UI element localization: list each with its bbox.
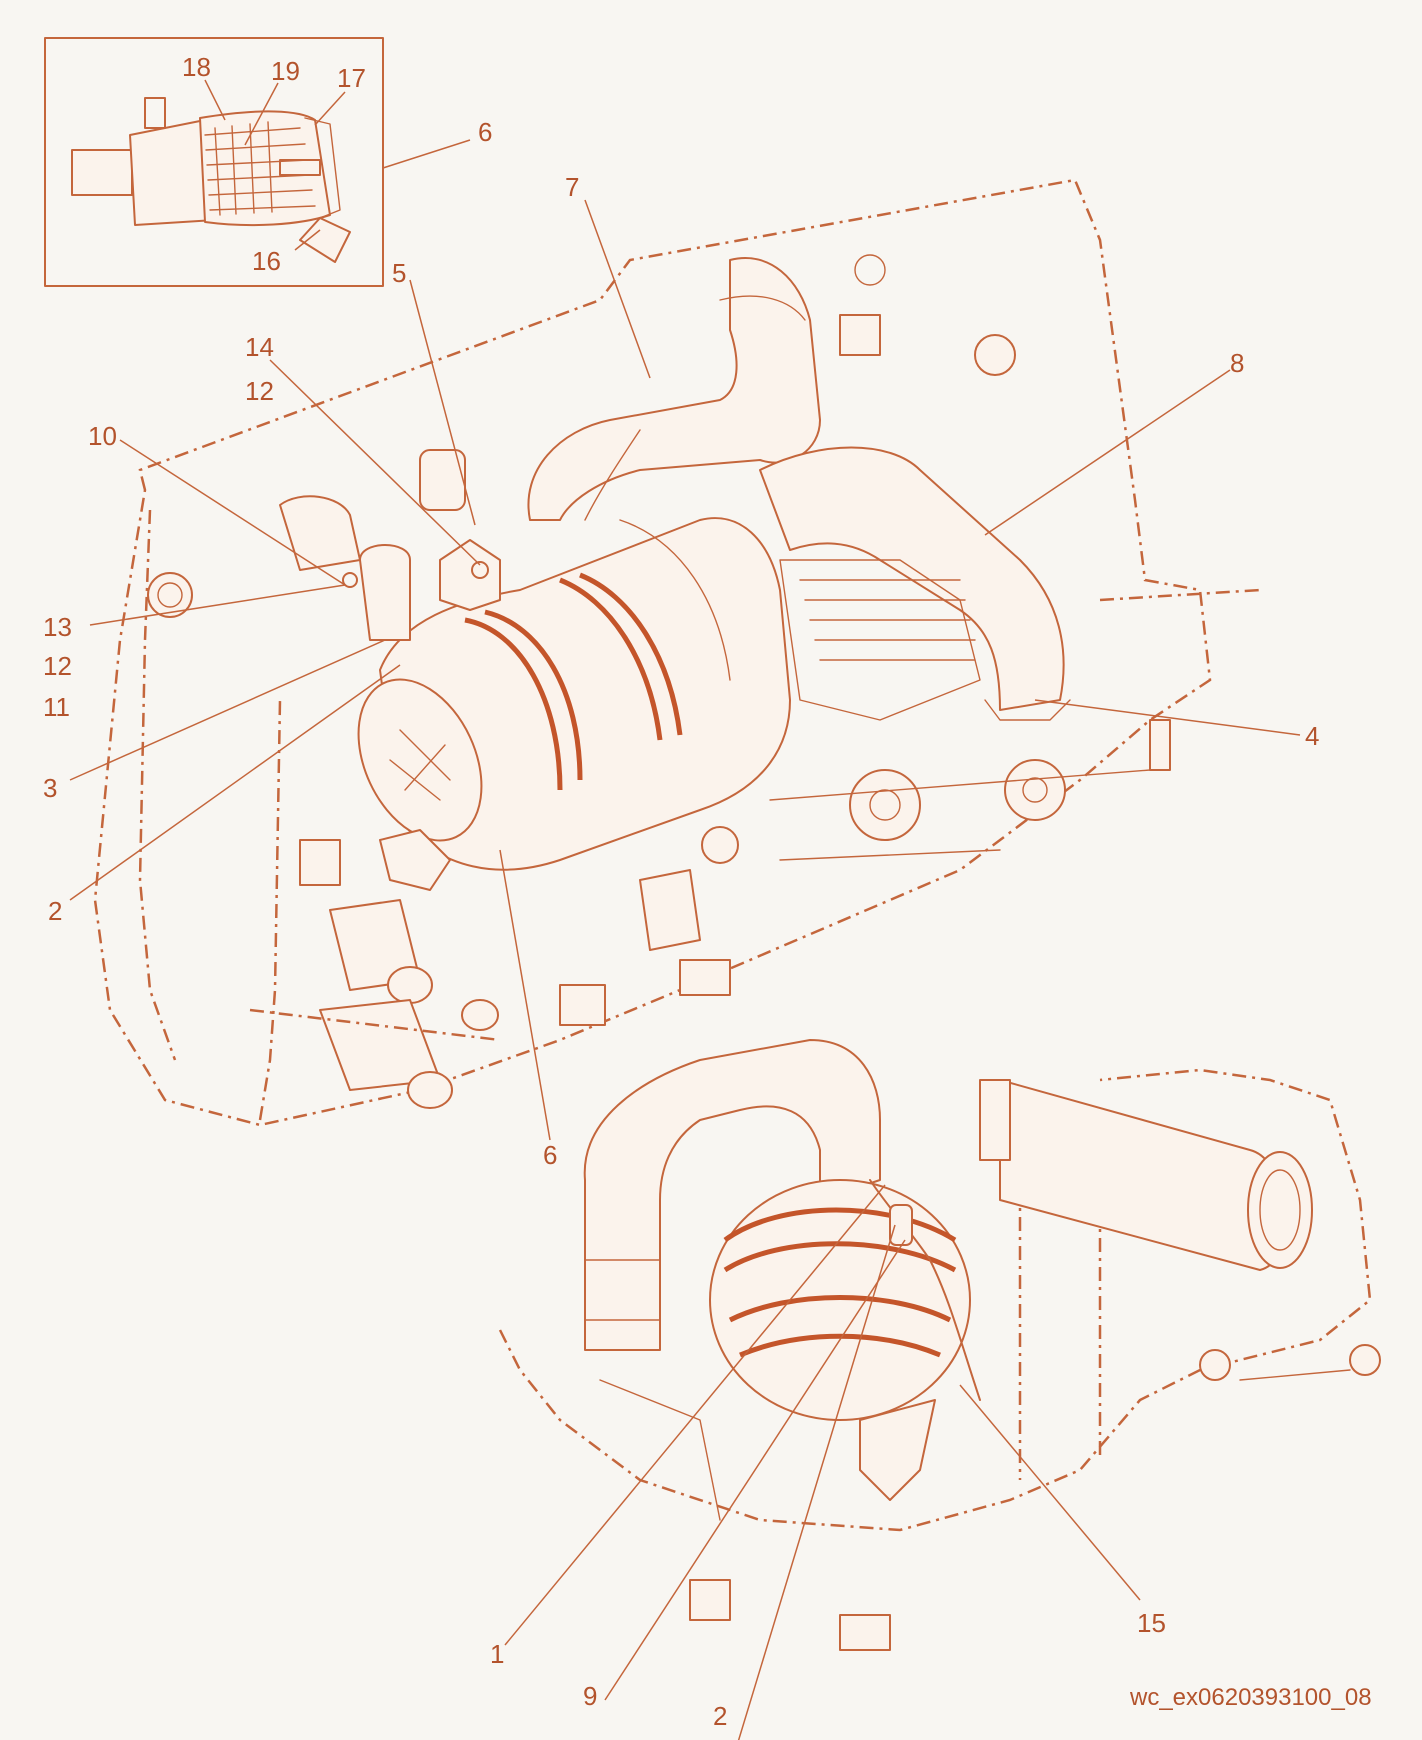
callout-11: 11 <box>43 692 70 722</box>
callout-7: 7 <box>565 172 579 202</box>
callout-16: 16 <box>252 246 281 276</box>
inset-air-cleaner <box>71 97 351 263</box>
callout-12: 12 <box>245 376 274 406</box>
callout-4: 4 <box>1305 721 1319 751</box>
callout-6: 6 <box>478 117 492 147</box>
dust-valve <box>379 829 451 891</box>
elbow-hose <box>759 446 1065 711</box>
callout-2: 2 <box>48 896 62 926</box>
engine-outline <box>93 178 1212 1127</box>
callout-5: 5 <box>392 258 406 288</box>
callout-13: 13 <box>43 612 72 642</box>
lower-frame <box>498 1068 1372 1532</box>
leader-lines <box>69 79 1301 1740</box>
callout-labels: 18 19 17 6 16 7 5 14 12 10 8 13 12 11 3 … <box>43 52 1319 1731</box>
callout-3: 3 <box>43 773 57 803</box>
lower-assembly <box>498 1039 1381 1651</box>
callout-6-b: 6 <box>543 1140 557 1170</box>
callout-19: 19 <box>271 56 300 86</box>
callout-9: 9 <box>583 1681 597 1711</box>
outlet-pipe <box>999 1079 1287 1271</box>
callout-1: 1 <box>490 1639 504 1669</box>
lower-elbow-hose <box>583 1039 881 1351</box>
upper-assembly <box>93 178 1261 1127</box>
clamp <box>359 544 411 641</box>
inset-detail <box>44 37 384 287</box>
callout-2-b: 2 <box>713 1701 727 1731</box>
callout-14: 14 <box>245 332 274 362</box>
drawing-reference: wc_ex0620393100_08 <box>1129 1684 1372 1711</box>
callout-15: 15 <box>1137 1608 1166 1638</box>
inset-frame <box>44 37 384 287</box>
intake-hose <box>527 257 821 521</box>
callout-18: 18 <box>182 52 211 82</box>
callout-10: 10 <box>88 421 117 451</box>
mount-bracket <box>439 539 501 611</box>
callout-17: 17 <box>337 63 366 93</box>
callout-8: 8 <box>1230 348 1244 378</box>
callout-12-b: 12 <box>43 651 72 681</box>
